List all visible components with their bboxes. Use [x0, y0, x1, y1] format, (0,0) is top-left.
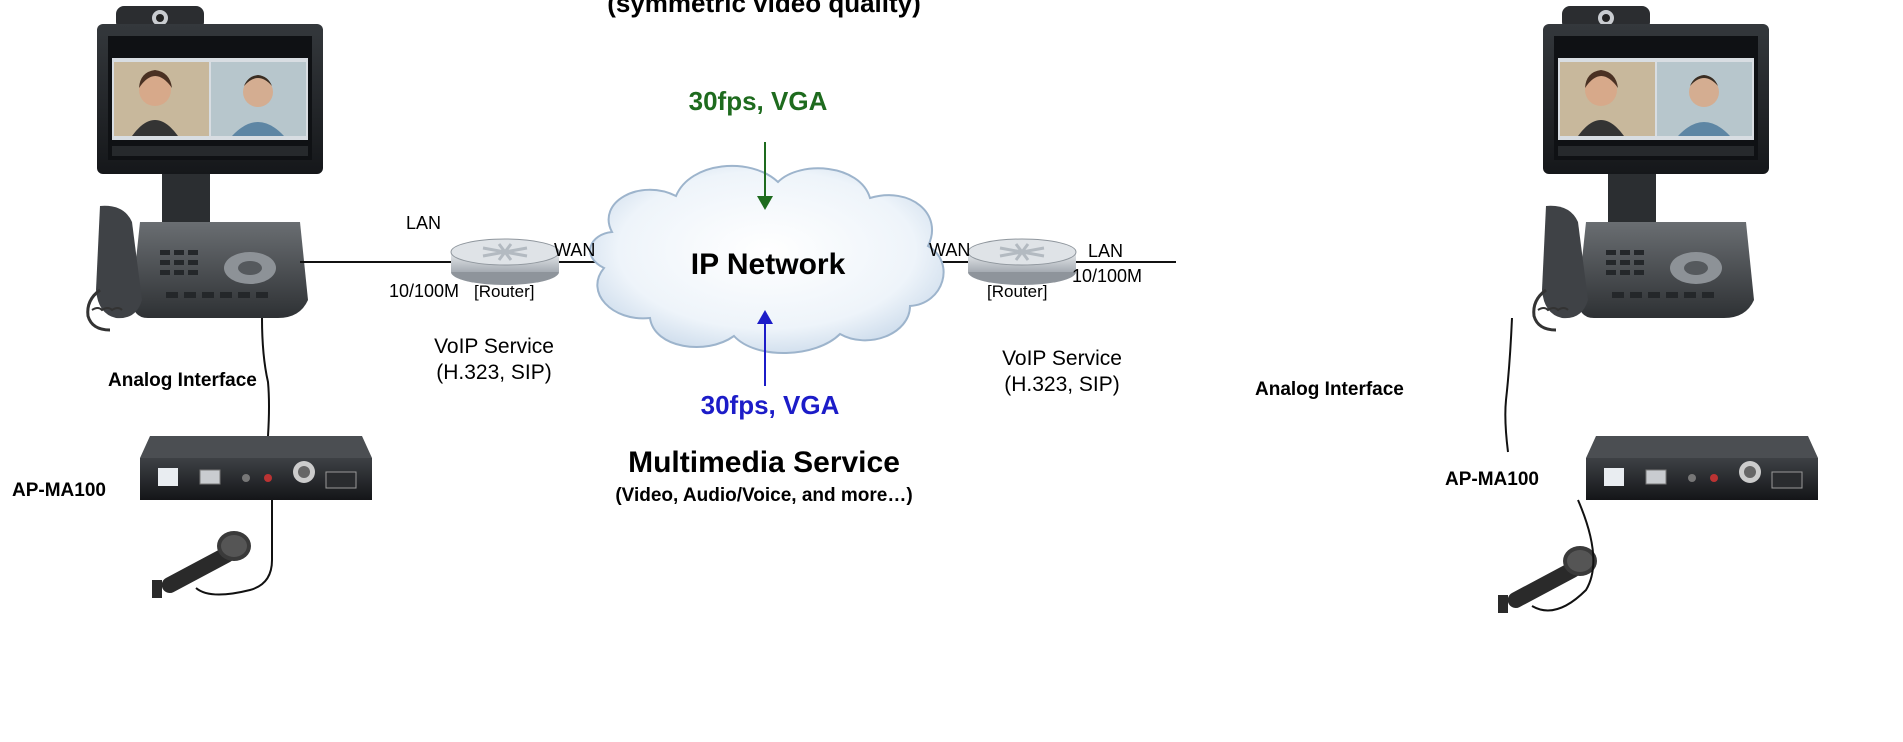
right-video-phone [1532, 4, 1771, 332]
right-site-group [1498, 4, 1819, 613]
ip-network-cloud [589, 164, 945, 354]
partial-header: (symmetric video quality) [607, 0, 921, 18]
cloud-label: IP Network [690, 248, 846, 281]
left-mic-cable [195, 500, 273, 596]
right-analog-cable [1504, 317, 1513, 453]
left-lan-label: LAN [406, 213, 442, 233]
left-microphone [152, 531, 251, 598]
left-analog-label: Analog Interface [108, 370, 257, 391]
upstream-arrow-head [757, 310, 773, 324]
right-analog-label: Analog Interface [1255, 379, 1404, 400]
right-microphone [1498, 546, 1597, 613]
left-device-label: AP-MA100 [12, 480, 106, 501]
left-router-icon [449, 237, 561, 287]
right-voip-protocols: (H.323, SIP) [1004, 373, 1120, 396]
right-media-adapter [1585, 435, 1819, 501]
left-speed-label: 10/100M [389, 281, 460, 301]
left-voip-service: VoIP Service [434, 335, 554, 358]
upstream-label: 30fps, VGA [700, 390, 840, 420]
left-voip-protocols: (H.323, SIP) [436, 361, 552, 384]
right-speed-label: 10/100M [1072, 266, 1143, 286]
right-mic-cable [1531, 499, 1595, 612]
left-media-adapter [139, 435, 373, 501]
multimedia-subtitle: (Video, Audio/Voice, and more…) [615, 485, 913, 506]
right-wan-label: WAN [929, 240, 971, 260]
downstream-arrow-head [757, 196, 773, 210]
right-router-label: [Router] [987, 282, 1048, 301]
left-analog-cable [261, 317, 270, 437]
left-wan-label: WAN [554, 240, 596, 260]
multimedia-title: Multimedia Service [628, 446, 900, 479]
right-device-label: AP-MA100 [1445, 469, 1539, 490]
downstream-label: 30fps, VGA [688, 86, 828, 116]
right-lan-label: LAN [1088, 241, 1124, 261]
right-router-icon [966, 237, 1078, 287]
left-video-phone [86, 4, 325, 332]
left-router-label: [Router] [474, 282, 535, 301]
right-voip-service: VoIP Service [1002, 347, 1122, 370]
